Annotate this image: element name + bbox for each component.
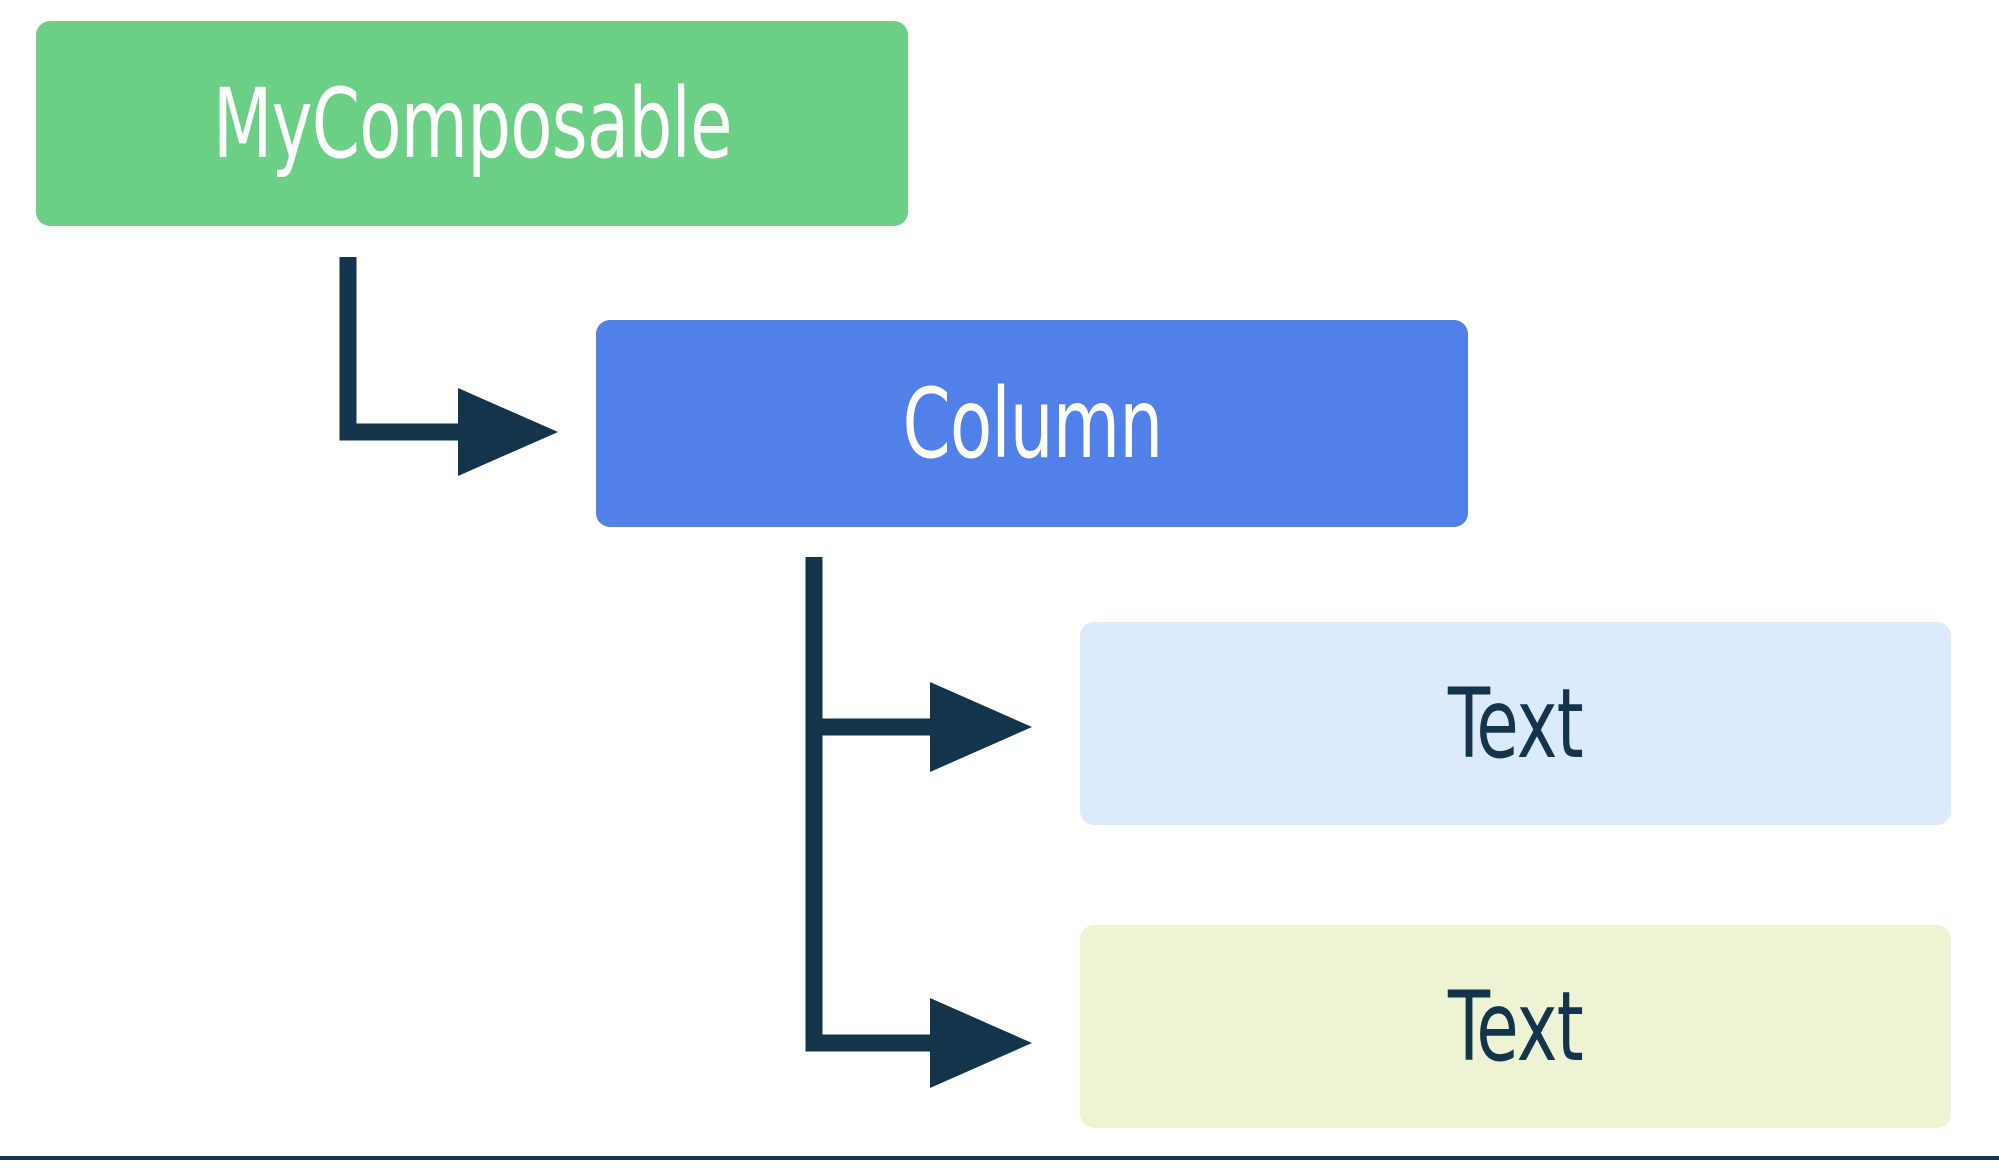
node-column[interactable]: Column [596,320,1468,527]
node-text-first-label: Text [1447,667,1584,780]
edge-root-to-column-arrow [339,257,558,476]
node-text-second-label: Text [1447,970,1584,1083]
node-my-composable-label: MyComposable [212,67,733,180]
node-text-first[interactable]: Text [1080,622,1951,825]
edge-column-to-text-second-arrow [805,727,1032,1088]
node-text-second[interactable]: Text [1080,925,1951,1128]
node-my-composable[interactable]: MyComposable [36,21,908,226]
bottom-divider [0,1156,1999,1160]
node-column-label: Column [902,367,1163,480]
edge-column-to-text-first-arrow [805,557,1032,772]
